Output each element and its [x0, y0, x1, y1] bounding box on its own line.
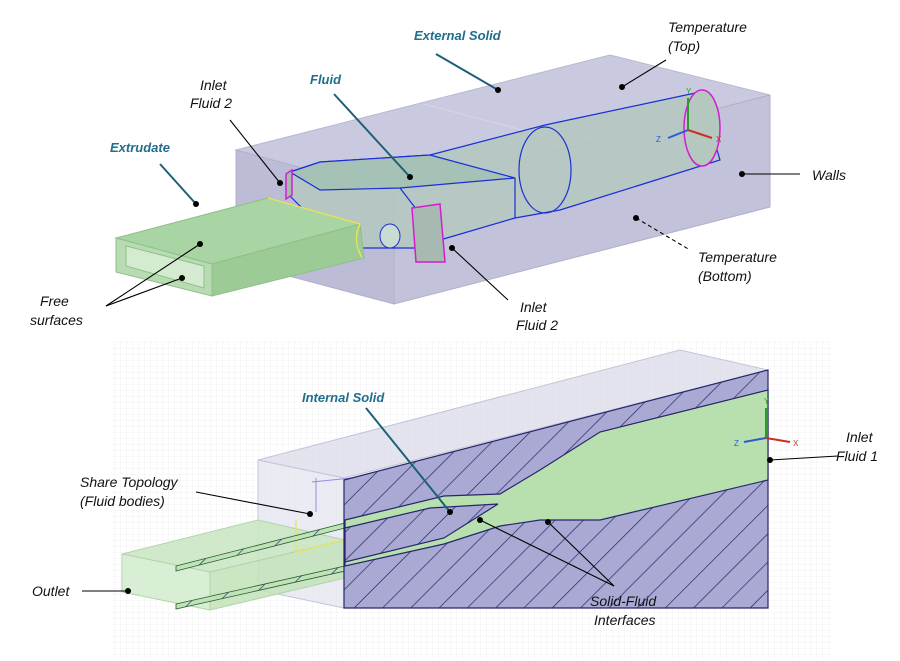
label-solid-fluid-2: Interfaces: [594, 612, 655, 628]
inlet-fluid2-plate-top: [285, 168, 293, 201]
label-walls: Walls: [812, 167, 846, 183]
inlet-fluid2-plate-bottom: [411, 203, 446, 263]
label-temperature-bottom-1: Temperature: [698, 249, 777, 265]
label-inlet-fluid2-top-2: Fluid 2: [190, 95, 232, 111]
label-free-surfaces-2: surfaces: [30, 312, 83, 328]
top-axis-triad: Y X Z: [656, 87, 722, 144]
label-inlet-fluid1-1: Inlet: [846, 429, 874, 445]
bottom-axis-z: Z: [734, 439, 739, 448]
top-axis-x: X: [716, 135, 722, 144]
bottom-axis-y: Y: [764, 397, 770, 406]
label-inlet-fluid1-2: Fluid 1: [836, 448, 878, 464]
label-free-surfaces-1: Free: [40, 293, 69, 309]
top-axis-z: Z: [656, 135, 661, 144]
bottom-axis-triad: Y X Z: [734, 397, 799, 448]
label-temperature-top-1: Temperature: [668, 19, 747, 35]
label-share-topology-1: Share Topology: [80, 474, 179, 490]
label-outlet: Outlet: [32, 583, 70, 599]
label-internal-solid: Internal Solid: [302, 390, 385, 405]
label-fluid: Fluid: [310, 72, 342, 87]
label-extrudate: Extrudate: [110, 140, 170, 155]
label-inlet-fluid2-top-1: Inlet: [200, 77, 228, 93]
bottom-leaders: [82, 407, 839, 594]
label-temperature-bottom-2: (Bottom): [698, 268, 752, 284]
top-model: Y X Z: [114, 54, 771, 305]
label-solid-fluid-1: Solid-Fluid: [590, 593, 657, 609]
bottom-axis-x: X: [793, 439, 799, 448]
label-share-topology-2: (Fluid bodies): [80, 493, 165, 509]
label-inlet-fluid2-bottom-2: Fluid 2: [516, 317, 558, 333]
bottom-model: Y X Z: [112, 340, 832, 658]
top-labels: External Solid Fluid Extrudate Inlet Flu…: [30, 19, 846, 333]
fluid-transition-ring: [518, 126, 572, 214]
top-leaders: [105, 53, 800, 307]
fluid-outlet-ring: [683, 89, 721, 167]
extrudate-side-face: [211, 223, 365, 297]
label-inlet-fluid2-bottom-1: Inlet: [520, 299, 548, 315]
label-temperature-top-2: (Top): [668, 38, 700, 54]
top-axis-y: Y: [686, 87, 692, 96]
label-external-solid: External Solid: [414, 28, 502, 43]
bottom-labels: Internal Solid Share Topology (Fluid bod…: [32, 390, 878, 628]
internal-solid-core: [344, 503, 499, 563]
